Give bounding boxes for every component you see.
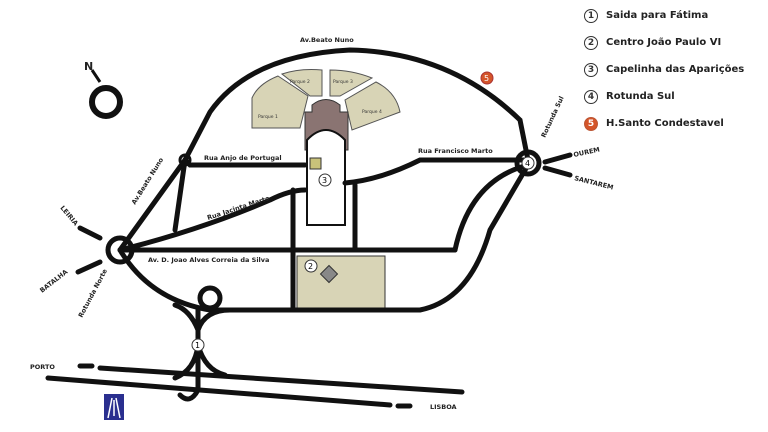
destination-santarem: SANTAREM (574, 174, 615, 191)
capelinha (309, 157, 322, 170)
street-label: Rua Anjo de Portugal (204, 154, 282, 162)
roads (45, 47, 573, 409)
street-label: Rotunda Sul (540, 95, 566, 139)
destination-leiria: LEIRIA (58, 204, 79, 227)
motorway-icon (104, 394, 124, 420)
marker-5[interactable]: 5 (480, 71, 494, 85)
marker-2[interactable]: 2 (304, 259, 318, 273)
marker-4[interactable]: 4 (521, 156, 535, 170)
svg-text:4: 4 (525, 159, 530, 168)
svg-text:Parque 3: Parque 3 (333, 79, 353, 85)
svg-text:1: 1 (195, 341, 200, 350)
north-label: N (84, 60, 93, 73)
number-badge: 5 (584, 116, 598, 131)
number-badge: 3 (584, 62, 598, 77)
marker-3[interactable]: 3 (318, 173, 332, 187)
destination-batalha: BATALHA (38, 268, 69, 295)
number-badge: 2 (584, 35, 598, 50)
parks: Parque 1 Parque 2 Parque 3 Parque 4 (251, 69, 401, 131)
svg-text:Parque 2: Parque 2 (290, 79, 310, 85)
svg-text:5: 5 (484, 74, 489, 83)
destination-lisboa: LISBOA (430, 403, 457, 411)
destination-ourem: OUREM (573, 146, 601, 159)
marker-1[interactable]: 1 (191, 338, 205, 352)
street-label: Rua Jacinta Marto (206, 194, 271, 222)
svg-text:Parque 4: Parque 4 (362, 109, 382, 115)
compass-icon: N (84, 60, 123, 119)
destination-porto: PORTO (30, 363, 55, 371)
street-label: Rua Francisco Marto (418, 147, 493, 155)
number-badge: 1 (584, 8, 598, 23)
street-label: Rotunda Norte (77, 267, 110, 319)
street-label: Av.Beato Nuno (300, 36, 354, 44)
street-label: Av. D. Joao Alves Correia da Silva (148, 256, 269, 264)
svg-text:2: 2 (308, 262, 313, 271)
number-badge: 4 (584, 89, 598, 104)
svg-text:3: 3 (322, 176, 327, 185)
svg-text:Parque 1: Parque 1 (258, 114, 278, 120)
